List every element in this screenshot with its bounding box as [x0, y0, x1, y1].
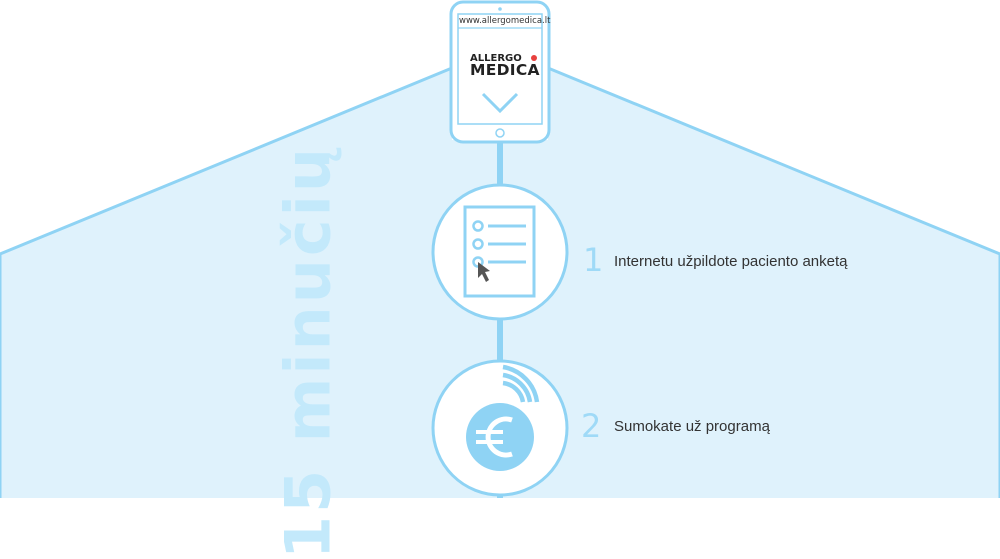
tablet-camera — [498, 7, 502, 11]
panel-left — [0, 68, 452, 498]
tablet-screen — [457, 13, 543, 125]
form-checklist-icon — [463, 205, 536, 298]
chevron-down-icon — [481, 92, 519, 114]
euro-contactless-icon — [466, 364, 540, 471]
step-1-text: Internetu užpildote paciento anketą — [614, 253, 848, 270]
panel-right — [548, 68, 1000, 498]
step-1-number: 1 — [583, 241, 604, 279]
background-graphic — [0, 0, 1000, 498]
logo-allergo-text: ALLERGO — [470, 53, 522, 64]
roof-line-right — [547, 66, 1000, 498]
logo-dot — [531, 55, 537, 61]
step-2-text: Sumokate už programą — [614, 418, 770, 435]
duration-label: 15 minučių — [271, 144, 345, 559]
roof-line-left — [0, 66, 453, 498]
logo-medica-text: MEDICA — [470, 61, 540, 79]
cursor-icon — [478, 262, 490, 282]
step-2-number: 2 — [581, 407, 602, 445]
address-bar-url: www.allergomedica.lt — [459, 16, 551, 26]
tablet-home-button[interactable] — [495, 128, 505, 138]
